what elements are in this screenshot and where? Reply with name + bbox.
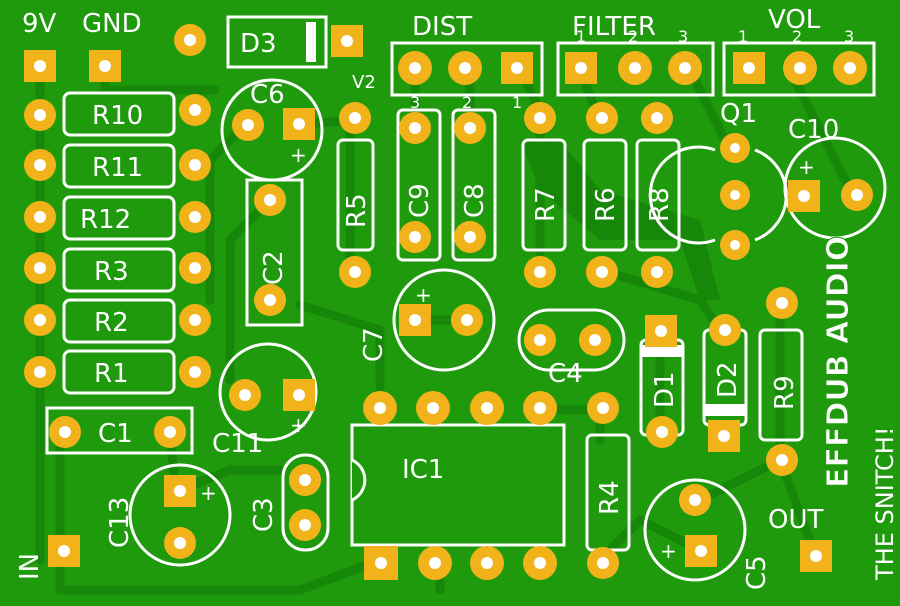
label-c4: C4 bbox=[548, 359, 583, 389]
plus-c13: + bbox=[200, 481, 217, 505]
label-in: IN bbox=[15, 553, 45, 580]
label-ic1: IC1 bbox=[402, 455, 444, 485]
product-name: THE SNITCH! bbox=[871, 427, 899, 581]
d3-cathode-band bbox=[306, 22, 316, 62]
label-r9: R9 bbox=[770, 375, 800, 410]
label-c7: C7 bbox=[359, 327, 389, 362]
label-c2: C2 bbox=[259, 250, 289, 285]
label-r3: R3 bbox=[94, 257, 129, 287]
pin-filter-3: 3 bbox=[678, 27, 688, 46]
brand-logo-text: EFFDUB AUDIO bbox=[821, 236, 856, 488]
label-dist: DIST bbox=[412, 12, 472, 42]
plus-c6: + bbox=[290, 143, 307, 167]
label-c13: C13 bbox=[105, 497, 135, 548]
label-filter: FILTER bbox=[572, 12, 656, 42]
label-r10: R10 bbox=[92, 101, 143, 131]
copper-pour bbox=[520, 140, 720, 300]
label-r4: R4 bbox=[595, 480, 625, 515]
label-r11: R11 bbox=[92, 153, 143, 183]
pin-vol-2: 2 bbox=[792, 27, 802, 46]
pin-vol-1: 1 bbox=[738, 27, 748, 46]
label-q1: Q1 bbox=[720, 99, 757, 129]
label-c6: C6 bbox=[250, 80, 285, 110]
pin-dist-3: 3 bbox=[410, 93, 420, 112]
label-r12: R12 bbox=[80, 205, 131, 235]
label-c9: C9 bbox=[405, 183, 435, 218]
label-9v: 9V bbox=[22, 9, 57, 39]
label-c5: C5 bbox=[742, 555, 772, 590]
silkscreen-outlines bbox=[45, 15, 887, 582]
pin-dist-1: 1 bbox=[512, 93, 522, 112]
pin-filter-2: 2 bbox=[628, 27, 638, 46]
plus-c10: + bbox=[798, 155, 815, 179]
label-r8: R8 bbox=[645, 187, 675, 222]
label-c11: C11 bbox=[212, 429, 263, 459]
label-c1: C1 bbox=[98, 419, 133, 449]
label-c3: C3 bbox=[249, 497, 279, 532]
pin-dist-2: 2 bbox=[462, 93, 472, 112]
drill-holes bbox=[34, 34, 863, 569]
label-r6: R6 bbox=[591, 187, 621, 222]
plus-c5: + bbox=[660, 539, 677, 563]
silkscreen-labels: 9V GND D3 DIST FILTER VOL V2 C6 R10 R11 … bbox=[15, 5, 899, 590]
pin-filter-1: 1 bbox=[576, 27, 586, 46]
d1-cathode-band bbox=[641, 345, 683, 357]
label-out: OUT bbox=[768, 505, 823, 535]
label-vol: VOL bbox=[768, 5, 821, 35]
pin-vol-3: 3 bbox=[844, 27, 854, 46]
label-c8: C8 bbox=[460, 183, 490, 218]
label-r5: R5 bbox=[342, 193, 372, 228]
d2-cathode-band bbox=[704, 404, 746, 416]
label-gnd: GND bbox=[82, 9, 142, 39]
label-c10: C10 bbox=[788, 115, 839, 145]
label-d3: D3 bbox=[240, 29, 277, 59]
label-d1: D1 bbox=[650, 371, 680, 408]
plus-c7: + bbox=[415, 283, 432, 307]
plus-c11: + bbox=[290, 413, 307, 437]
label-r2: R2 bbox=[94, 308, 129, 338]
label-r1: R1 bbox=[94, 359, 129, 389]
label-r7: R7 bbox=[531, 187, 561, 222]
label-d2: D2 bbox=[713, 361, 743, 398]
label-v2: V2 bbox=[352, 72, 376, 93]
